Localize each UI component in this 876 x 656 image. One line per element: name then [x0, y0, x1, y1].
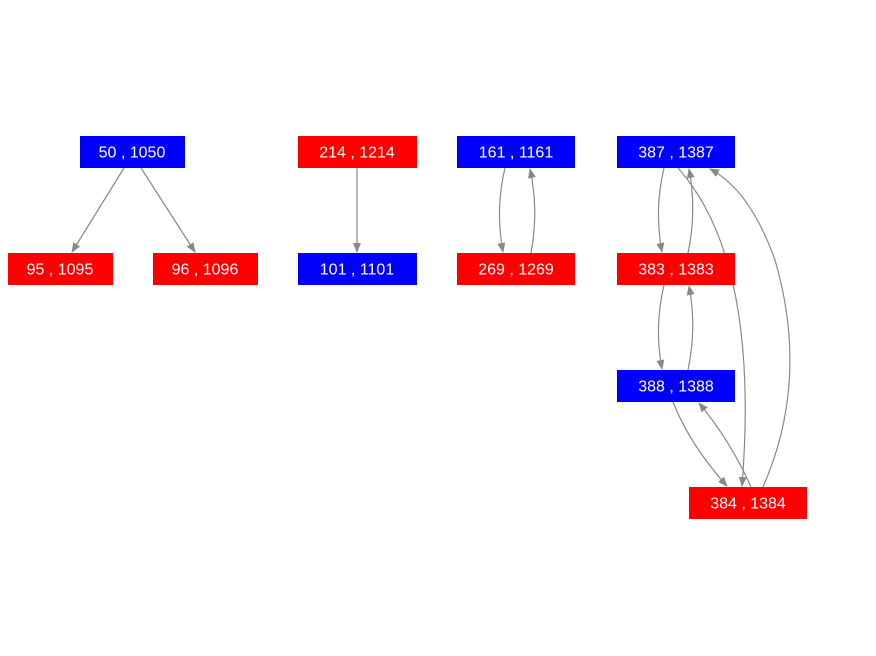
node-label: 214 , 1214	[319, 145, 395, 162]
edge-50-95	[71, 167, 125, 253]
node-214[interactable]: 214 , 1214	[298, 136, 417, 168]
node-label: 95 , 1095	[27, 262, 94, 279]
node-383[interactable]: 383 , 1383	[617, 253, 735, 285]
edge-387-383	[656, 167, 665, 253]
edge-161-269	[497, 167, 506, 253]
node-384[interactable]: 384 , 1384	[689, 487, 807, 519]
node-label: 96 , 1096	[172, 262, 239, 279]
node-96[interactable]: 96 , 1096	[153, 253, 258, 285]
edge-383-388	[656, 284, 665, 370]
edge-388-384	[672, 401, 728, 487]
node-50[interactable]: 50 , 1050	[80, 136, 185, 168]
node-label: 269 , 1269	[478, 262, 554, 279]
nodes: 50 , 1050 95 , 1095 96 , 1096 214 , 1214…	[8, 136, 807, 519]
node-101[interactable]: 101 , 1101	[298, 253, 417, 285]
node-161[interactable]: 161 , 1161	[457, 136, 575, 168]
node-95[interactable]: 95 , 1095	[8, 253, 113, 285]
node-label: 384 , 1384	[710, 496, 786, 513]
node-269[interactable]: 269 , 1269	[457, 253, 575, 285]
node-label: 383 , 1383	[638, 262, 714, 279]
edges	[71, 167, 791, 488]
edge-387-384	[677, 167, 747, 487]
node-label: 50 , 1050	[99, 145, 166, 162]
node-label: 387 , 1387	[638, 145, 714, 162]
edge-50-96	[140, 167, 196, 253]
node-387[interactable]: 387 , 1387	[617, 136, 735, 168]
node-label: 388 , 1388	[638, 379, 714, 396]
edge-384-387	[709, 168, 791, 488]
node-388[interactable]: 388 , 1388	[617, 370, 735, 402]
edge-388-383	[686, 285, 695, 371]
node-label: 161 , 1161	[479, 145, 554, 162]
edge-269-161	[528, 168, 536, 254]
edge-383-387	[686, 168, 695, 254]
node-label: 101 , 1101	[320, 262, 395, 279]
